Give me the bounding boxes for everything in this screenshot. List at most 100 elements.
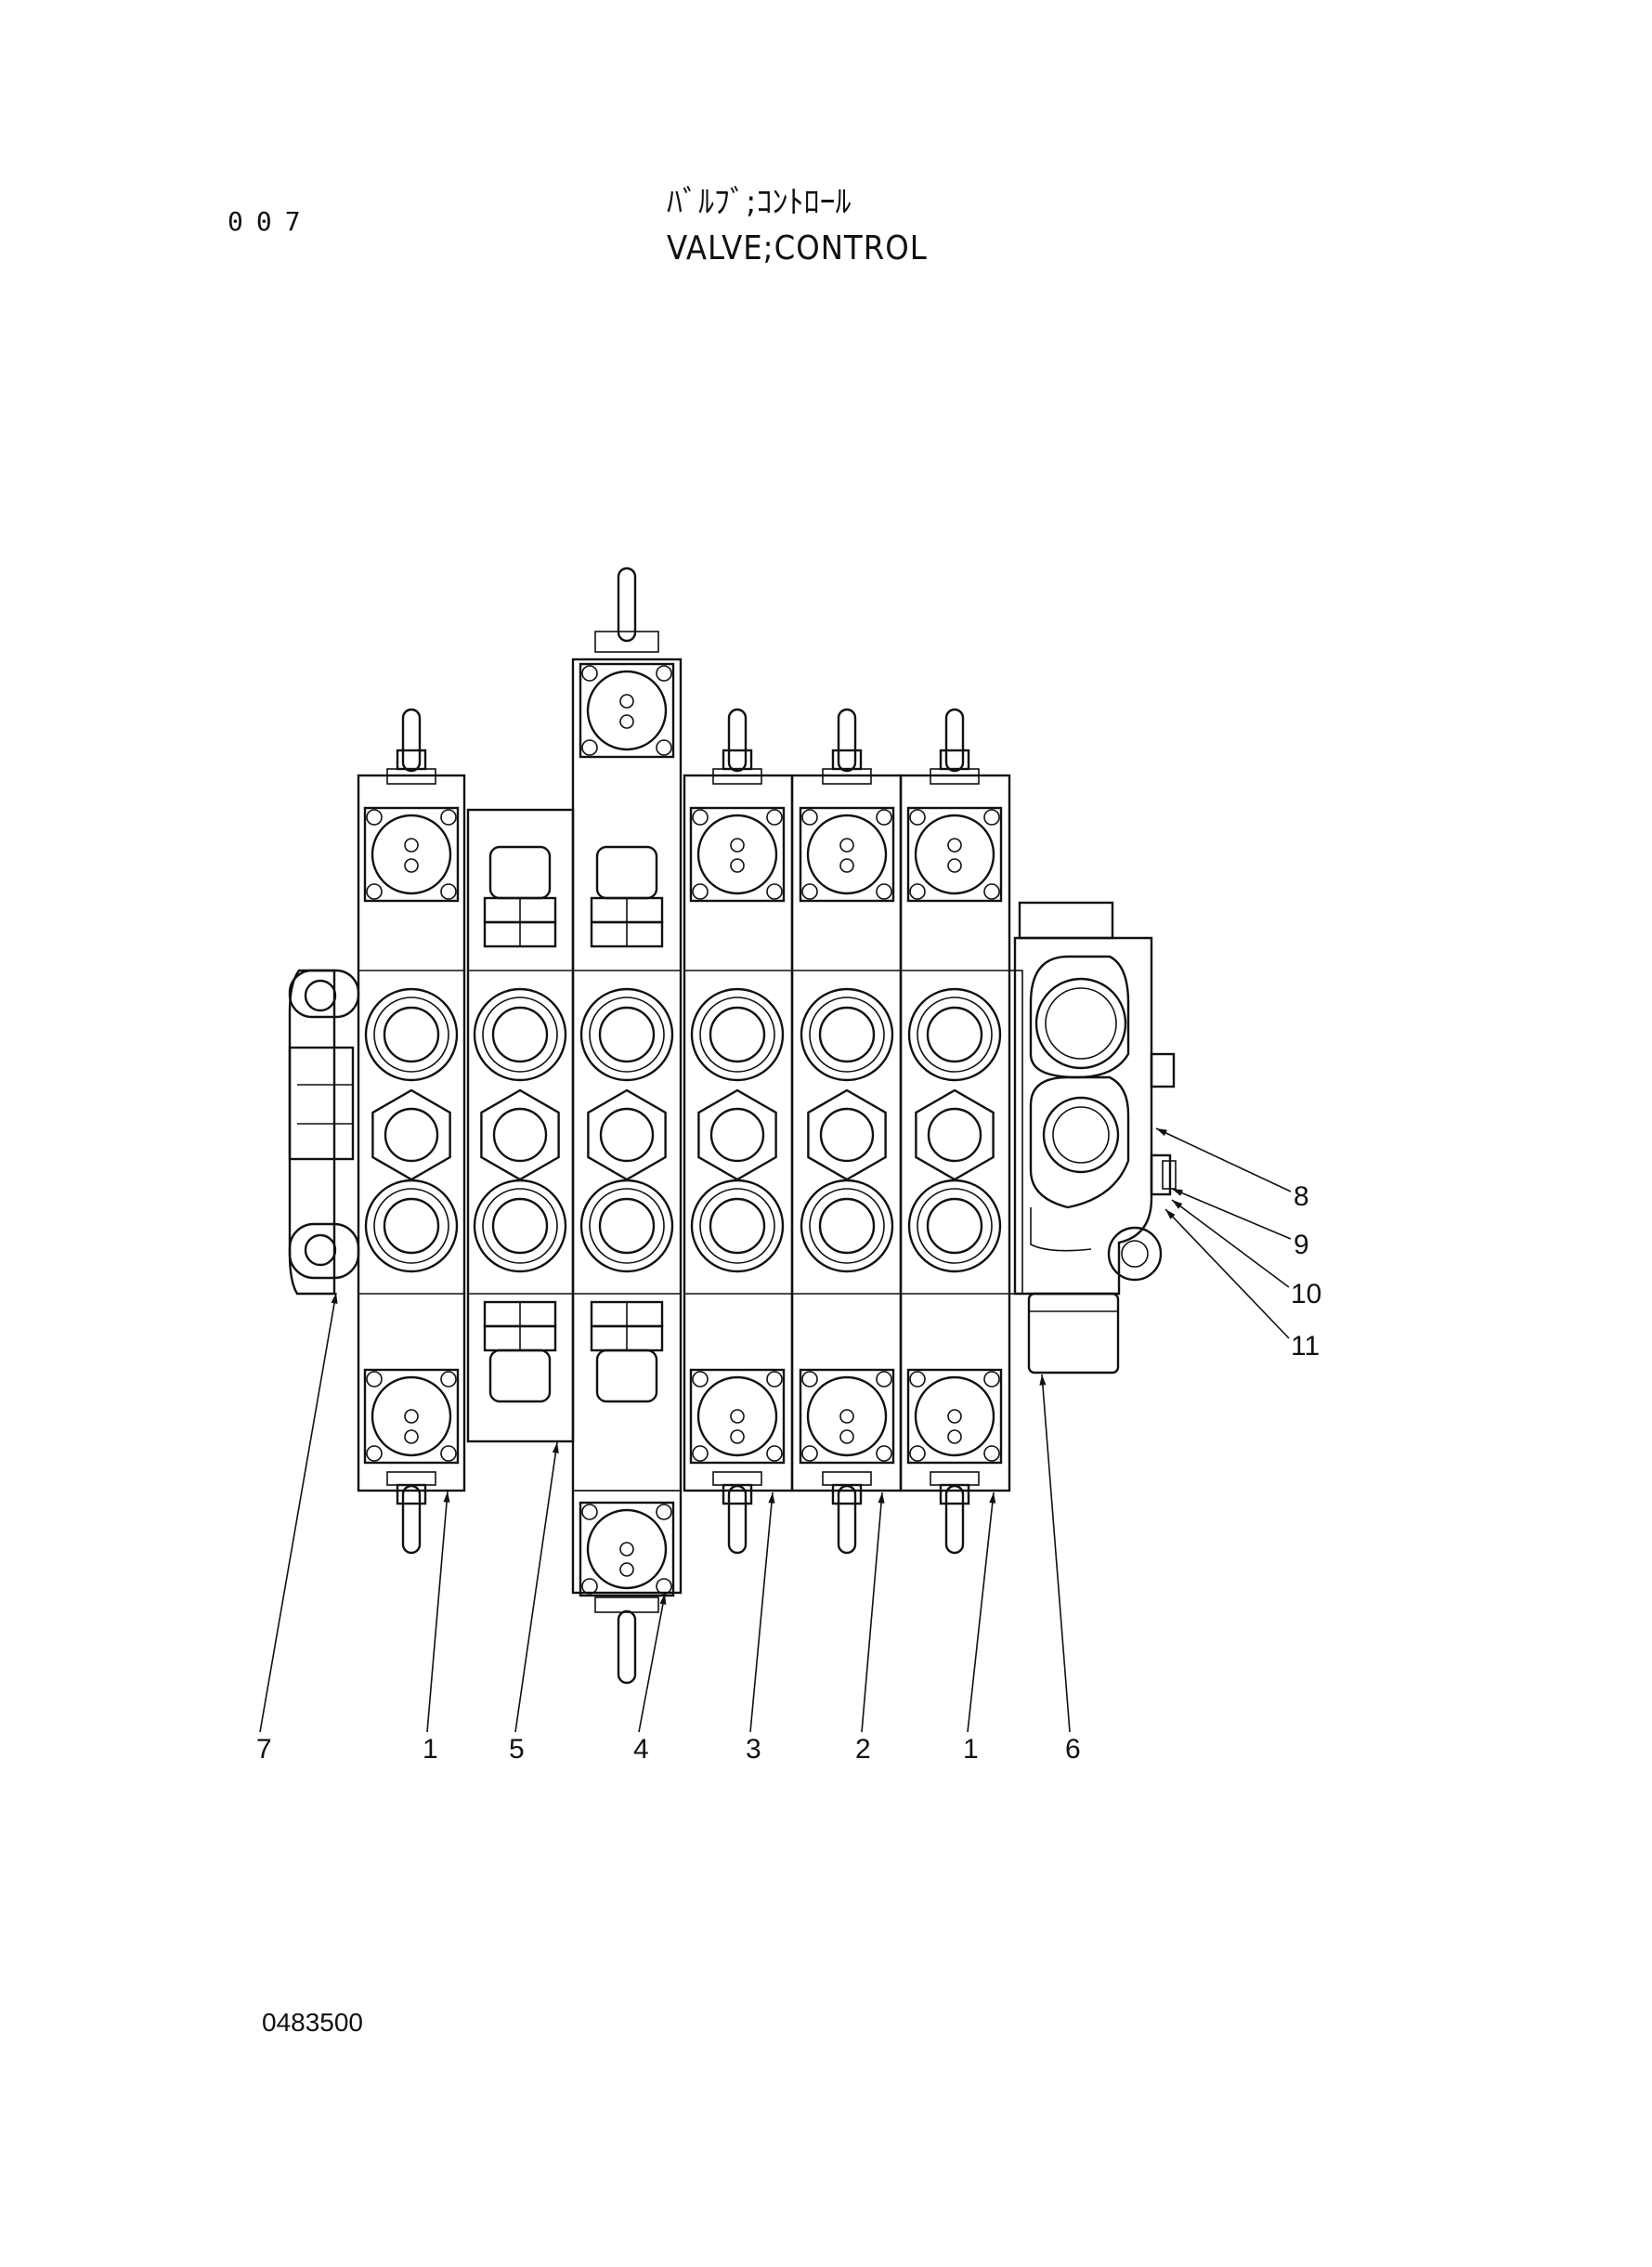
section-6-mount-boss — [1107, 1226, 1163, 1282]
section-3-top-cap-boss — [696, 814, 778, 895]
section-1b-bot-cap-bolt — [909, 1371, 926, 1388]
section-6-plug-b-nut — [1162, 1160, 1177, 1190]
section-3-top-cap-bolt — [766, 883, 783, 900]
section-1b-bot-cap-boss — [914, 1375, 995, 1457]
leader-1a-arrowhead — [443, 1492, 450, 1503]
section-5-plug-bore — [492, 1107, 548, 1163]
leader-1b — [967, 1492, 995, 1733]
section-3-top-stem-rod — [727, 708, 748, 773]
section-1a-port-bot-ring — [373, 1188, 449, 1264]
section-4-top-cap-bolt — [656, 739, 672, 756]
section-7-hole-bot — [304, 1233, 337, 1267]
section-3-port-top-ring — [699, 997, 775, 1073]
section-4-port-top-inner — [598, 1006, 656, 1063]
section-1a-top-cap-plate — [363, 806, 460, 903]
leader-11-arrowhead — [1165, 1209, 1176, 1219]
section-6-body — [1013, 936, 1153, 1296]
section-1b-bot-cap-bolt — [909, 1445, 926, 1462]
section-4-bot-cap-hole — [619, 1542, 634, 1557]
section-3-bot-cap-hole — [730, 1409, 745, 1424]
section-2-top-cap-bolt — [876, 809, 892, 826]
callout-label-5: 5 — [509, 1734, 525, 1765]
callout-label-9: 9 — [1294, 1230, 1309, 1260]
leader-7-arrowhead — [331, 1293, 338, 1304]
section-2-bot-washer — [822, 1471, 872, 1486]
section-3-bot-cap-boss — [696, 1375, 778, 1457]
section-1b-bot-cap-bolt — [983, 1445, 1000, 1462]
leader-1a — [426, 1491, 449, 1733]
section-2-top-stem-rod — [837, 708, 857, 773]
section-1b-top-cap-boss — [914, 814, 995, 895]
section-1a-top-cap-boss — [371, 814, 452, 895]
section-2-top-cap-hole — [839, 858, 854, 873]
section-1b-port-top-inner — [926, 1006, 983, 1063]
section-1b-top-cap-hole — [947, 858, 962, 873]
section-1a-bot-cap-plate — [363, 1368, 460, 1465]
callout-label-6: 6 — [1065, 1734, 1081, 1765]
section-5-bot-fitting-body — [488, 1348, 552, 1403]
section-2-bot-nut — [831, 1483, 863, 1505]
section-1b-bot-cap-plate — [906, 1368, 1003, 1465]
section-5-port-top-ring — [482, 997, 558, 1073]
section-1b-bot-stem-rod — [944, 1484, 965, 1555]
section-3-top-cap-bolt — [692, 809, 709, 826]
section-2-top-washer — [822, 768, 872, 785]
section-2-top-cap-plate — [799, 806, 895, 903]
section-2-port-top-outer — [800, 987, 894, 1082]
section-1a-top-cap-bolt — [366, 883, 383, 900]
section-1a-bot-cap-hole — [404, 1429, 419, 1444]
section-2-bot-cap-boss — [806, 1375, 888, 1457]
section-1b-port-top-ring — [917, 997, 993, 1073]
section-6-port-boss-top — [1029, 955, 1130, 1079]
section-1b-top-cap-hole — [947, 838, 962, 853]
leader-lines — [259, 1127, 1292, 1733]
section-2-bot-cap-bolt — [876, 1445, 892, 1462]
section-2-bot-cap-bolt — [801, 1371, 818, 1388]
section-1a-port-bot-inner — [383, 1197, 440, 1255]
section-2 — [790, 708, 903, 1555]
section-3-plug-bore — [709, 1107, 765, 1163]
valve-sections — [288, 567, 1177, 1685]
section-4-port-bot-inner — [598, 1197, 656, 1255]
section-2-bot-stem-rod — [837, 1484, 857, 1555]
section-7-boss — [288, 1046, 355, 1161]
section-6-relief-cap — [1027, 1292, 1120, 1375]
callout-label-11: 11 — [1291, 1331, 1320, 1362]
section-1b-top-cap-bolt — [909, 809, 926, 826]
section-5-port-top-inner — [491, 1006, 549, 1063]
callout-labels: 7 1 5 4 3 2 1 6 8 9 10 11 — [256, 1181, 1321, 1765]
section-2-bot-cap-hole — [839, 1429, 854, 1444]
callout-label-10: 10 — [1291, 1279, 1321, 1309]
section-1a-bot-nut — [396, 1483, 427, 1505]
leader-2 — [861, 1492, 883, 1733]
section-3-bot-cap-bolt — [766, 1445, 783, 1462]
section-2-top-cap-hole — [839, 838, 854, 853]
section-1b-port-bot-ring — [917, 1188, 993, 1264]
section-1a-port-top-outer — [364, 987, 459, 1082]
leader-4-arrowhead — [659, 1594, 667, 1605]
section-1a-bot-washer — [386, 1471, 436, 1486]
section-4-bot-cap-hole — [619, 1562, 634, 1577]
section-1b-top-washer — [930, 768, 980, 785]
callout-label-8: 8 — [1294, 1181, 1309, 1212]
section-2-top-cap-bolt — [801, 809, 818, 826]
section-4-bot-stem-rod — [617, 1609, 637, 1685]
section-2-plug-bore — [819, 1107, 875, 1163]
section-1a-body — [357, 774, 466, 1492]
section-1a-bot-cap-bolt — [366, 1371, 383, 1388]
section-1a-bot-cap-hole — [404, 1409, 419, 1424]
section-1a-top-nut — [396, 749, 427, 771]
leader-5 — [514, 1441, 558, 1733]
section-4-top-cap-boss — [586, 670, 668, 751]
section-4-body — [571, 658, 683, 1595]
leader-2-arrowhead — [878, 1492, 885, 1504]
section-3-top-washer — [712, 768, 762, 785]
callout-label-7: 7 — [256, 1734, 272, 1765]
section-1a-top-washer — [386, 768, 436, 785]
section-1b-bot-nut — [939, 1483, 970, 1505]
section-4-bot-cap-boss — [586, 1508, 668, 1590]
section-6-port-top-ring — [1045, 987, 1117, 1060]
section-2-top-cap-bolt — [876, 883, 892, 900]
leader-8 — [1155, 1127, 1292, 1192]
section-3-bot-stem-rod — [727, 1484, 748, 1555]
